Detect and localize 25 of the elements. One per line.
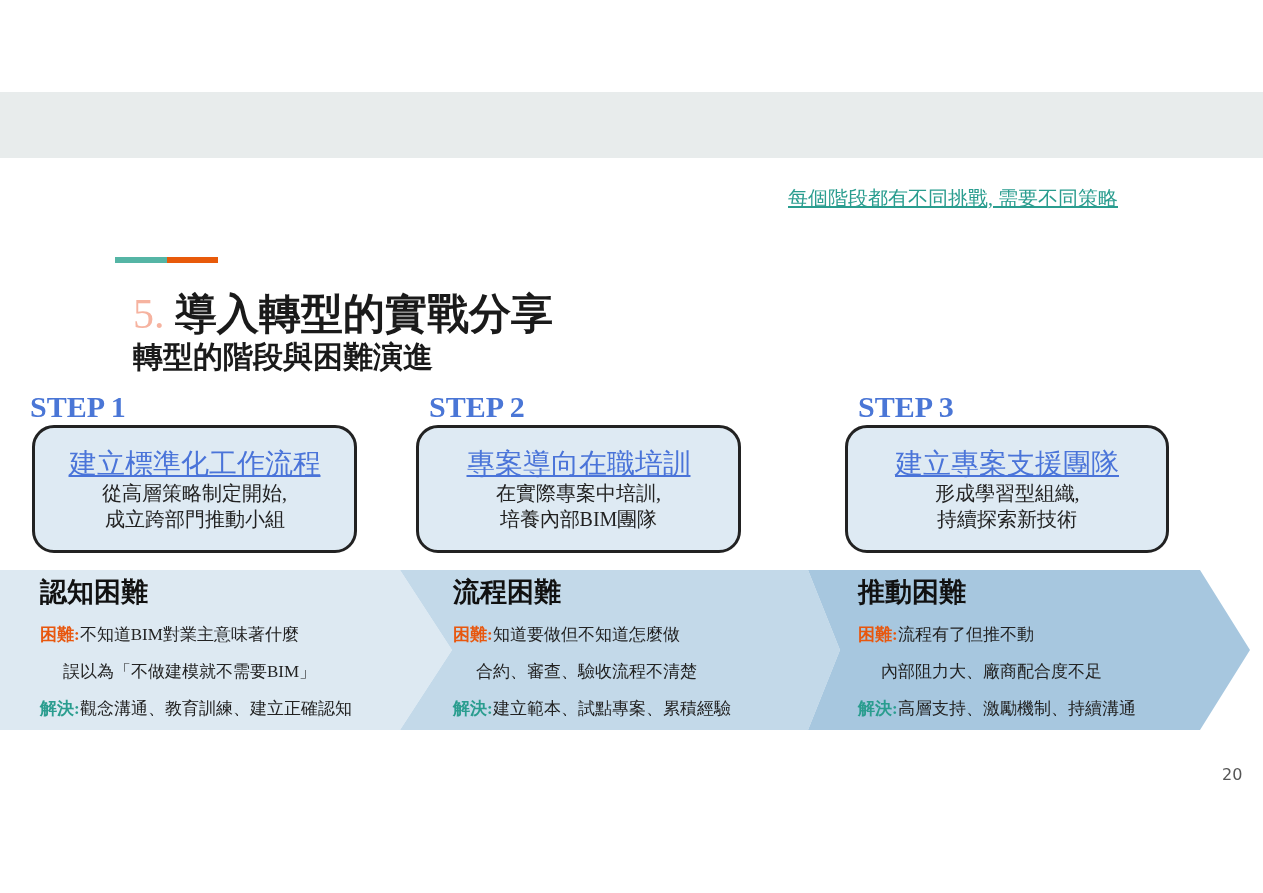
slide-subtitle: 轉型的階段與困難演進 <box>133 339 433 375</box>
step-description: 形成學習型組織,持續探索新技術 <box>933 481 1081 532</box>
solution-text: 解決:高層支持、激勵機制、持續溝通 <box>858 698 1136 720</box>
step-title: 專案導向在職培訓 <box>466 448 691 480</box>
step-title: 建立專案支援團隊 <box>895 448 1119 480</box>
problem-text: 內部阻力大、廠商配合度不足 <box>881 661 1102 683</box>
problem-text: 合約、審查、驗收流程不清楚 <box>476 661 697 683</box>
step-title: 建立標準化工作流程 <box>68 448 321 480</box>
band-heading: 認知困難 <box>40 576 148 609</box>
page-number: 20 <box>1222 765 1243 785</box>
solution-text: 解決:觀念溝通、教育訓練、建立正確認知 <box>40 698 352 720</box>
band-heading: 流程困難 <box>453 576 561 609</box>
step-label: STEP 3 <box>858 390 954 424</box>
problem-text: 誤以為「不做建模就不需要BIM」 <box>63 661 317 683</box>
step-description: 從高層策略制定開始,成立跨部門推動小組 <box>101 481 288 532</box>
tagline-link: 每個階段都有不同挑戰, 需要不同策略 <box>788 186 1118 211</box>
slide-title: 5. 導入轉型的實戰分享 <box>133 290 553 339</box>
band-heading: 推動困難 <box>858 576 966 609</box>
step-label: STEP 2 <box>429 390 525 424</box>
step-label: STEP 1 <box>30 390 126 424</box>
solution-text: 解決:建立範本、試點專案、累積經驗 <box>453 698 731 720</box>
problem-text: 困難:流程有了但推不動 <box>858 624 1034 646</box>
problem-text: 困難:不知道BIM對業主意味著什麼 <box>40 624 299 646</box>
problem-text: 困難:知道要做但不知道怎麼做 <box>453 624 680 646</box>
step-description: 在實際專案中培訓,培養內部BIM團隊 <box>495 481 662 532</box>
